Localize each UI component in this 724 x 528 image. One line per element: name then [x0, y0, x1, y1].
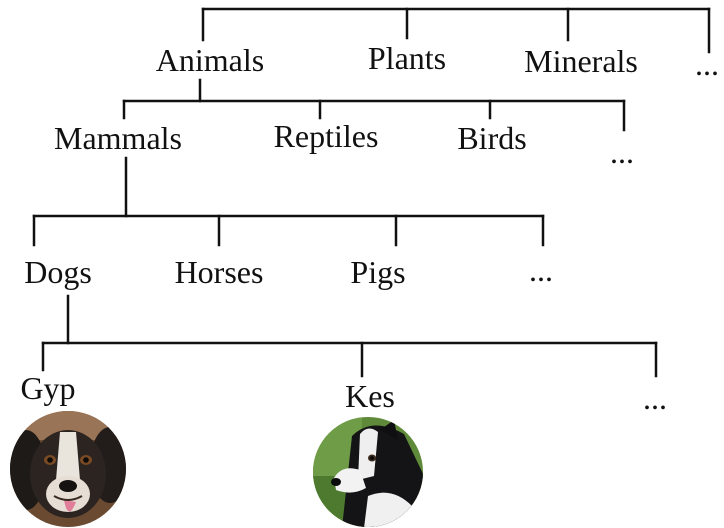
node-root-more: ...: [695, 48, 719, 80]
node-reptiles: Reptiles: [274, 120, 379, 152]
node-dogs-more: ...: [643, 382, 667, 414]
node-birds: Birds: [457, 122, 526, 154]
gyp-dog-photo: [8, 410, 128, 528]
node-horses: Horses: [175, 256, 264, 288]
kes-dog-photo: [312, 416, 424, 528]
node-gyp: Gyp: [20, 372, 75, 404]
node-mammals: Mammals: [54, 122, 182, 154]
node-pigs: Pigs: [350, 256, 405, 288]
node-animals-more: ...: [610, 136, 634, 168]
node-plants: Plants: [368, 42, 446, 74]
node-mammals-more: ...: [529, 254, 553, 286]
node-dogs: Dogs: [24, 256, 92, 288]
node-animals: Animals: [156, 44, 264, 76]
node-kes: Kes: [345, 380, 395, 412]
node-minerals: Minerals: [524, 45, 638, 77]
